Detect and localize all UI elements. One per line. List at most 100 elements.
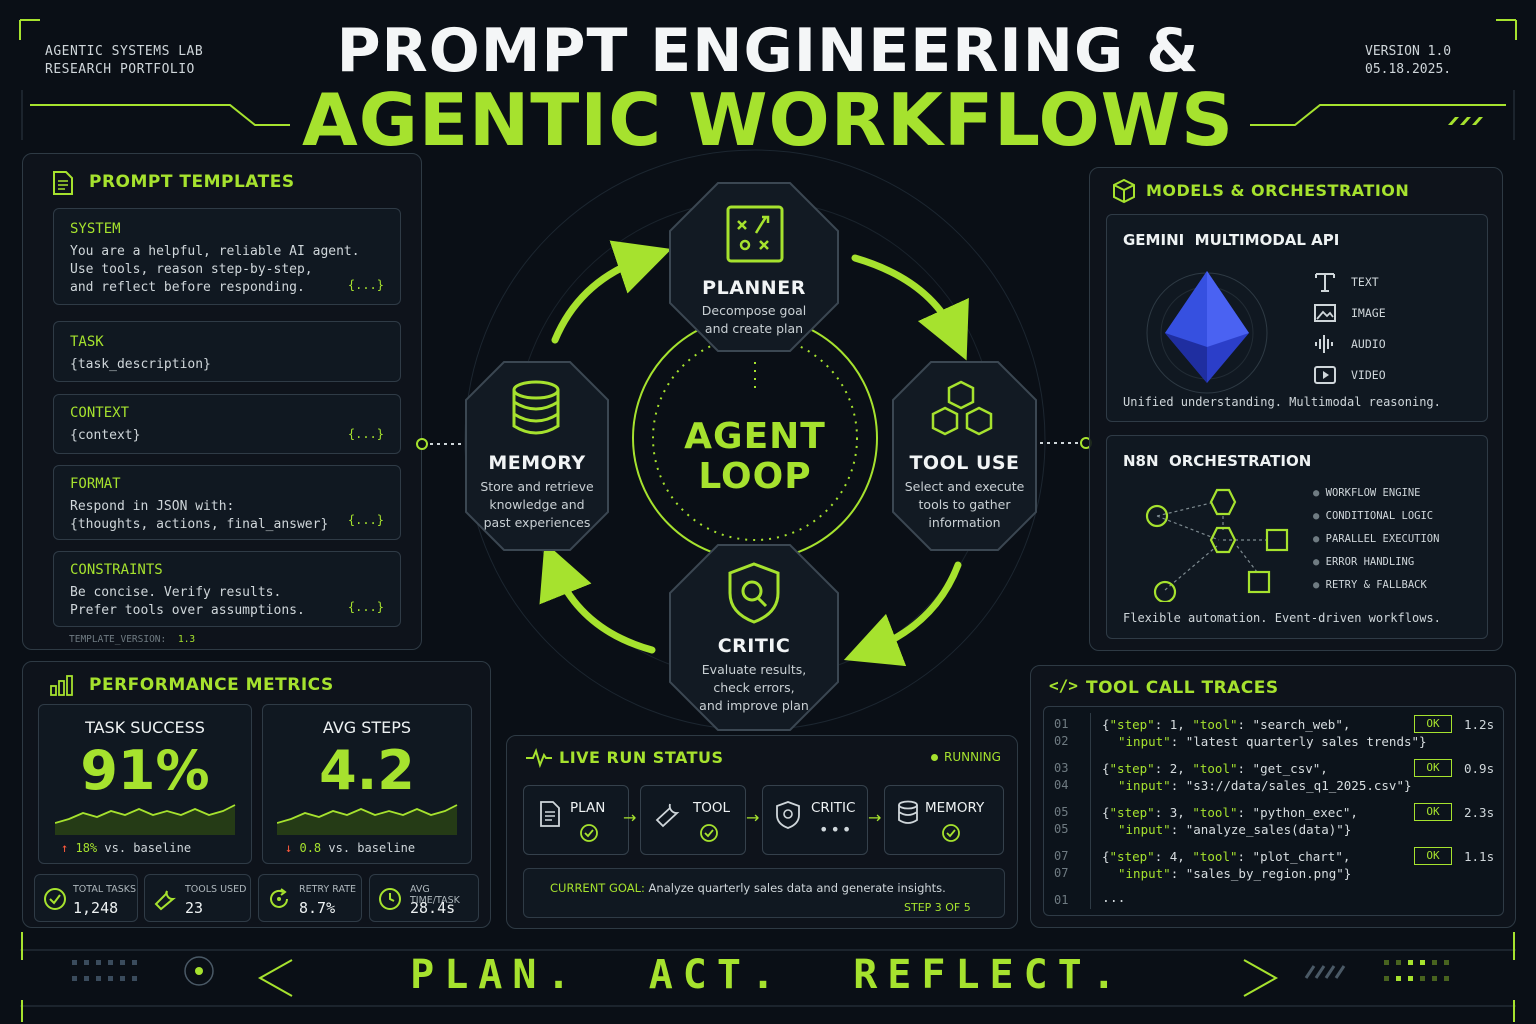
status-text: RUNNING (944, 750, 1001, 764)
success-sparkline (55, 804, 236, 835)
trace-tool: python_exec (1260, 805, 1343, 820)
agent-loop-label-1: AGENT (684, 416, 826, 457)
memory-desc: Store and retrieve knowledge and past ex… (480, 479, 594, 530)
mode-video: VIDEO (1351, 368, 1386, 382)
arrow-down-icon: ↓ (285, 841, 293, 855)
delta-value: 0.8 (299, 841, 322, 855)
trace-input: s3://data/sales_q1_2025.csv (1193, 778, 1397, 793)
prompt-templates-title: PROMPT TEMPLATES (89, 172, 295, 192)
template-context[interactable]: CONTEXT {context} {...} (53, 394, 401, 454)
small-value: 28.4s (410, 899, 456, 917)
step-label: CRITIC (811, 800, 856, 816)
trace-step: 4 (1169, 849, 1178, 864)
template-heading: FORMAT (70, 476, 121, 492)
delta-suffix: vs. baseline (104, 841, 192, 855)
document-icon (53, 171, 73, 195)
trace-line-input: "input": "sales_by_region.png"} (1118, 866, 1352, 881)
mode-image: IMAGE (1351, 306, 1386, 320)
tool-use-desc: Select and execute tools to gather infor… (904, 479, 1025, 530)
status-badge: OK (1414, 715, 1452, 733)
trace-step: 3 (1169, 805, 1178, 820)
trace-duration: 1.2s (1464, 717, 1495, 732)
check-circle-icon (44, 888, 66, 910)
database-icon (898, 800, 918, 824)
in-progress-dots-icon: ••• (819, 820, 854, 839)
arrow-up-icon: ↑ (61, 841, 69, 855)
small-label: RETRY RATE (299, 884, 357, 895)
n8n-card: N8N ORCHESTRATION ● WORKFLOW ENGINE ● CO… (1106, 435, 1488, 639)
trace-input: latest quarterly sales trends (1193, 734, 1412, 749)
template-constraints[interactable]: CONSTRAINTS Be concise. Verify results. … (53, 551, 401, 627)
template-heading: SYSTEM (70, 221, 121, 237)
octagon-frame (892, 361, 1037, 551)
n8n-caption: Flexible automation. Event-driven workfl… (1123, 611, 1441, 625)
trace-duration: 0.9s (1464, 761, 1495, 776)
template-format[interactable]: FORMAT Respond in JSON with: {thoughts, … (53, 465, 401, 540)
gemini-caption: Unified understanding. Multimodal reason… (1123, 395, 1441, 409)
check-circle-icon (580, 824, 598, 842)
expand-brace-icon[interactable]: {...} (347, 278, 384, 292)
trace-tool: plot_chart (1260, 849, 1336, 864)
gemini-title: GEMINI MULTIMODAL API (1123, 231, 1340, 249)
line-number: 05 (1054, 822, 1069, 836)
template-body: Respond in JSON with: {thoughts, actions… (70, 499, 329, 532)
trace-duration: 2.3s (1464, 805, 1495, 820)
cube-icon (1113, 178, 1135, 204)
total-tasks-card: TOTAL TASKS 1,248 (34, 874, 138, 922)
trace-line-tool: {"step": 3, "tool": "python_exec", (1102, 805, 1358, 820)
feature-text: CONDITIONAL LOGIC (1325, 510, 1434, 522)
pulse-icon (526, 748, 552, 768)
task-success-value: 91% (80, 739, 210, 802)
trace-line-tool: {"step": 2, "tool": "get_csv", (1102, 761, 1328, 776)
tool-use-label: TOOL USE (909, 452, 1020, 474)
expand-brace-icon[interactable]: {...} (347, 513, 384, 527)
gemini-card: GEMINI MULTIMODAL API TEXT IMAGE AUDIO V… (1106, 214, 1488, 422)
template-body: {task_description} (70, 357, 211, 372)
critic-node[interactable]: CRITIC Evaluate results, check errors, a… (668, 543, 840, 732)
line-number: 05 (1054, 805, 1069, 819)
goal-text: Analyze quarterly sales data and generat… (648, 881, 946, 895)
running-status: RUNNING (931, 750, 1001, 764)
line-number: 01 (1054, 893, 1069, 907)
expand-brace-icon[interactable]: {...} (347, 427, 384, 441)
template-version-value: 1.3 (177, 634, 196, 645)
template-body: Be concise. Verify results. Prefer tools… (70, 585, 305, 618)
memory-node[interactable]: MEMORY Store and retrieve knowledge and … (464, 360, 610, 552)
wrench-icon (655, 803, 680, 828)
status-badge: OK (1414, 803, 1452, 821)
small-label: TOTAL TASKS (73, 884, 137, 895)
step-memory[interactable]: MEMORY (884, 785, 1004, 855)
step-critic[interactable]: CRITIC ••• (762, 785, 868, 855)
critic-desc: Evaluate results, check errors, and impr… (699, 662, 809, 713)
performance-title: PERFORMANCE METRICS (89, 675, 334, 695)
planner-node[interactable]: PLANNER Decompose goal and create plan (668, 181, 840, 353)
step-tool[interactable]: TOOL (640, 785, 746, 855)
avg-steps-delta: ↓ 0.8 vs. baseline (285, 841, 415, 855)
tool-use-node[interactable]: TOOL USE Select and execute tools to gat… (891, 360, 1038, 552)
status-dot-icon (931, 754, 938, 761)
task-success-delta: ↑ 18% vs. baseline (61, 841, 191, 855)
trace-tool: search_web (1260, 717, 1336, 732)
avg-steps-value: 4.2 (319, 739, 415, 802)
step-label: TOOL (693, 800, 731, 816)
line-number-divider (1090, 713, 1091, 909)
template-task[interactable]: TASK {task_description} (53, 321, 401, 382)
expand-brace-icon[interactable]: {...} (347, 600, 384, 614)
template-system[interactable]: SYSTEM You are a helpful, reliable AI ag… (53, 208, 401, 305)
date-label: 05.18.2025. (1365, 62, 1452, 77)
title-line-1: PROMPT ENGINEERING & (336, 16, 1200, 86)
step-plan[interactable]: PLAN (523, 785, 629, 855)
trace-line-input: "input": "latest quarterly sales trends"… (1118, 734, 1427, 749)
trace-step: 1 (1169, 717, 1178, 732)
document-icon (540, 801, 560, 827)
feature-text: WORKFLOW ENGINE (1325, 487, 1421, 499)
shield-icon (776, 801, 800, 829)
trace-input: analyze_sales(data) (1193, 822, 1337, 837)
trace-line-input: "input": "analyze_sales(data)"} (1118, 822, 1352, 837)
avg-steps-card: AVG STEPS 4.2 ↓ 0.8 vs. baseline (262, 704, 472, 864)
feature-workflow-engine: ● WORKFLOW ENGINE (1313, 487, 1421, 499)
header-lab-label: AGENTIC SYSTEMS LAB (45, 44, 204, 59)
tools-used-card: TOOLS USED 23 (144, 874, 251, 922)
